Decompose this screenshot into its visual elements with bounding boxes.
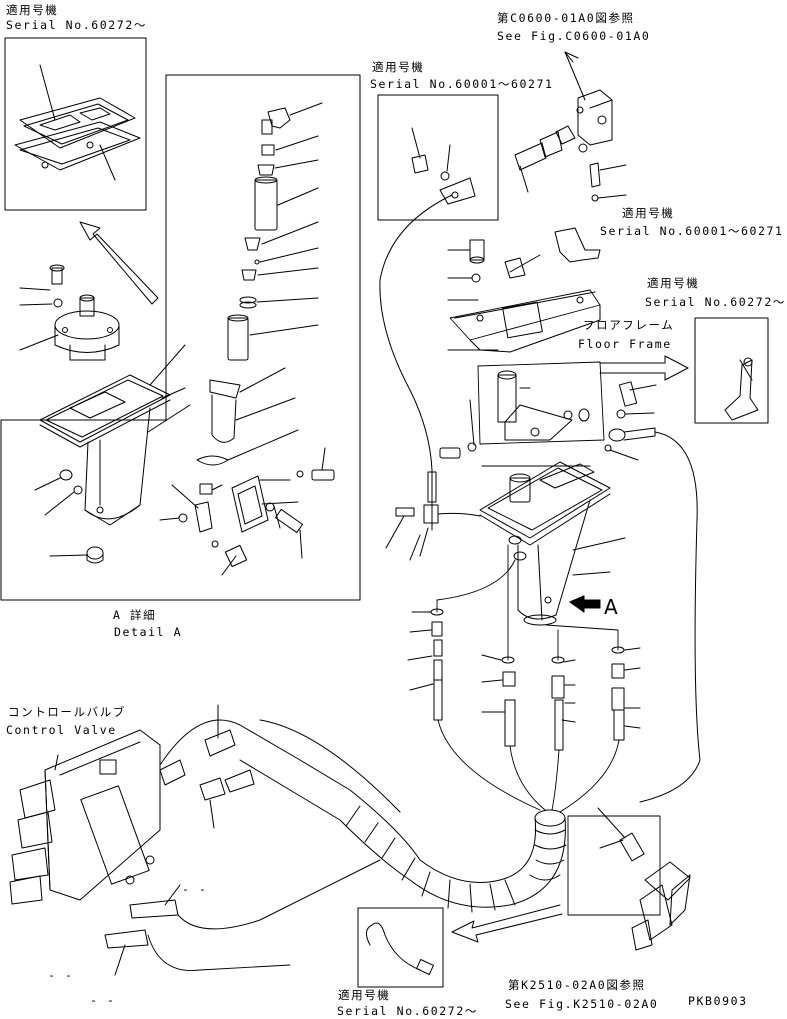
arrow-a-solid: [570, 596, 600, 612]
ppc-valve-reference: [515, 52, 626, 201]
hollow-arrow-right: [600, 356, 688, 380]
detail-a-jp-label: A 詳細: [113, 608, 157, 622]
cable-clamp: [424, 505, 438, 523]
floor-frame-box: [478, 362, 604, 444]
mid-serial-label: Serial No.60001～60271: [370, 77, 554, 91]
control-valve-jp-label: コントロールバルブ: [8, 705, 126, 719]
floor-frame-jp-label: フロアフレーム: [583, 318, 675, 332]
valve-hose-a: [148, 935, 290, 971]
detail-a-lever-parts: [160, 103, 334, 575]
ref-bottom-en-label: See Fig.K2510-02A0: [505, 997, 659, 1011]
cable-upper: [380, 195, 452, 470]
inset-box-serial-60001: [378, 95, 498, 220]
lever-assembly: [440, 371, 590, 466]
ref-top-jp-label: 第C0600-01A0図参照: [497, 11, 635, 25]
dash-label-b: - -: [48, 968, 74, 982]
ref-top-en-label: See Fig.C0600-01A0: [497, 29, 651, 43]
cable-to-housing: [438, 513, 480, 516]
dash-label-a: - -: [182, 882, 208, 896]
right2-serial-label: Serial No.60272～: [645, 295, 786, 309]
inset-box-right-serial-60272: [695, 318, 768, 423]
switch-assembly: [598, 808, 690, 950]
cable-end-fitting: [428, 472, 436, 502]
inset-box-serial-60272: [5, 38, 146, 210]
hose-lines: [437, 545, 619, 812]
right2-applicable-label: 適用号機: [647, 276, 700, 290]
detail-a-valve: [20, 265, 119, 360]
inset-bracket-small: [555, 228, 600, 262]
arrow-a-label: A: [604, 595, 618, 619]
top-left-serial-label: Serial No.60272～: [6, 18, 147, 32]
inset-serial-60001-bracket: [412, 128, 475, 204]
inset-box-switch: [568, 816, 660, 915]
top-left-applicable-label: 適用号機: [6, 3, 59, 17]
right-applicable-label: 適用号機: [622, 206, 675, 220]
bottom-applicable-label: 適用号機: [338, 988, 391, 1002]
right-linkage: [605, 382, 700, 802]
hollow-arrow-down-left: [452, 905, 562, 942]
control-valve-en-label: Control Valve: [6, 723, 117, 737]
inset-gasket-drawing: [15, 65, 140, 180]
right-serial-label: Serial No.60001～60271: [600, 224, 784, 238]
drawing-code-label: PKB0903: [688, 994, 748, 1008]
clamp-bolt: [396, 508, 414, 516]
mid-applicable-label: 適用号機: [372, 60, 425, 74]
bottom-serial-label: Serial No.60272～: [337, 1004, 478, 1018]
hollow-arrow-up: [80, 222, 158, 304]
hose-bundle: [160, 720, 566, 912]
detail-a-en-label: Detail A: [114, 625, 183, 639]
right-inset-part: [725, 360, 758, 420]
floor-frame-plate: [448, 240, 600, 352]
bottom-inset-cable: [372, 923, 420, 970]
inset-box-bottom-serial-60272: [358, 908, 443, 987]
valve-hose-b: [178, 860, 380, 929]
ref-bottom-jp-label: 第K2510-02A0図参照: [508, 978, 646, 992]
control-valve: [10, 705, 254, 975]
detail-a-housing: [35, 345, 190, 563]
hose-fittings: [408, 609, 640, 750]
dash-label-c: - -: [90, 993, 116, 1007]
floor-frame-en-label: Floor Frame: [578, 337, 672, 351]
